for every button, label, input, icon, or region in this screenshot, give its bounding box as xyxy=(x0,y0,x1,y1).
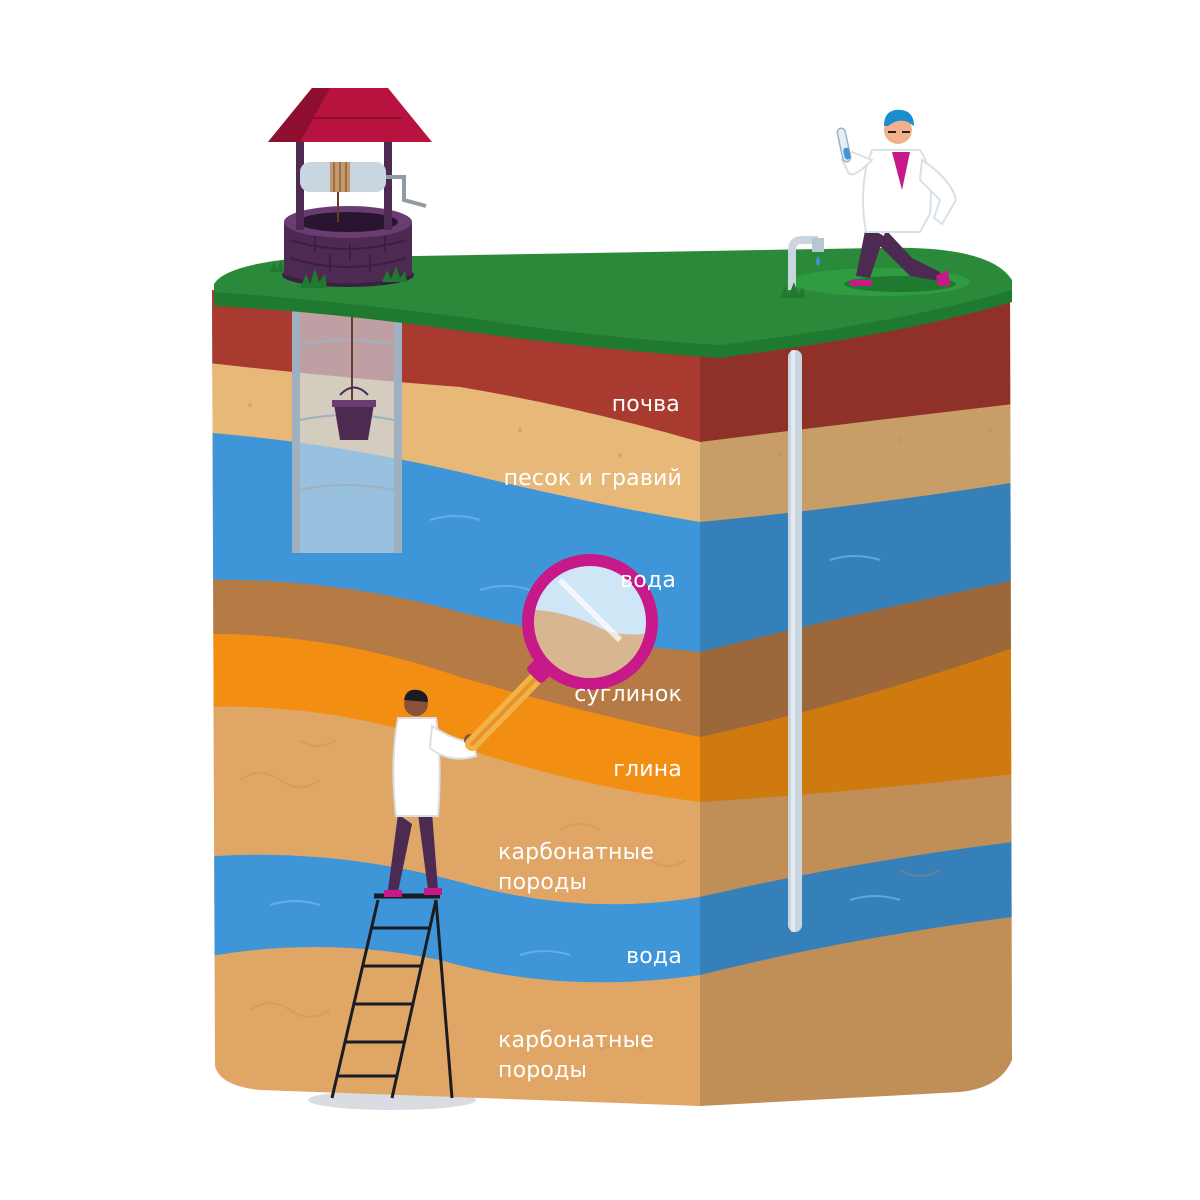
test-tube-icon xyxy=(836,127,852,163)
label-water-1: вода xyxy=(620,568,676,593)
layer-water1 xyxy=(212,430,1012,652)
label-soil: почва xyxy=(611,392,680,417)
bucket-icon xyxy=(332,386,376,440)
label-loam: суглинок xyxy=(574,682,682,707)
label-sand-gravel: песок и гравий xyxy=(503,466,682,491)
label-carbonate-2: карбонатные породы xyxy=(498,1026,688,1086)
label-carbonate-1-line1: карбонатные xyxy=(498,840,654,865)
borehole-pipe xyxy=(788,350,802,932)
layer-sand xyxy=(212,360,1012,522)
label-water-2: вода xyxy=(626,944,682,969)
label-carbonate-1: карбонатные породы xyxy=(498,838,688,898)
block-side-face xyxy=(700,290,1012,1106)
ladder-icon xyxy=(330,893,454,1099)
label-clay: глина xyxy=(613,757,682,782)
label-carbonate-2-line2: породы xyxy=(498,1058,588,1083)
faucet-icon xyxy=(780,236,824,298)
grass-edge xyxy=(214,290,1012,358)
magnifier-icon xyxy=(465,554,658,751)
layer-water2 xyxy=(212,838,1012,983)
label-carbonate-2-line1: карбонатные xyxy=(498,1028,654,1053)
well-icon xyxy=(268,88,432,288)
scientist-kneeling-icon xyxy=(836,109,958,292)
label-carbonate-1-line2: породы xyxy=(498,870,588,895)
